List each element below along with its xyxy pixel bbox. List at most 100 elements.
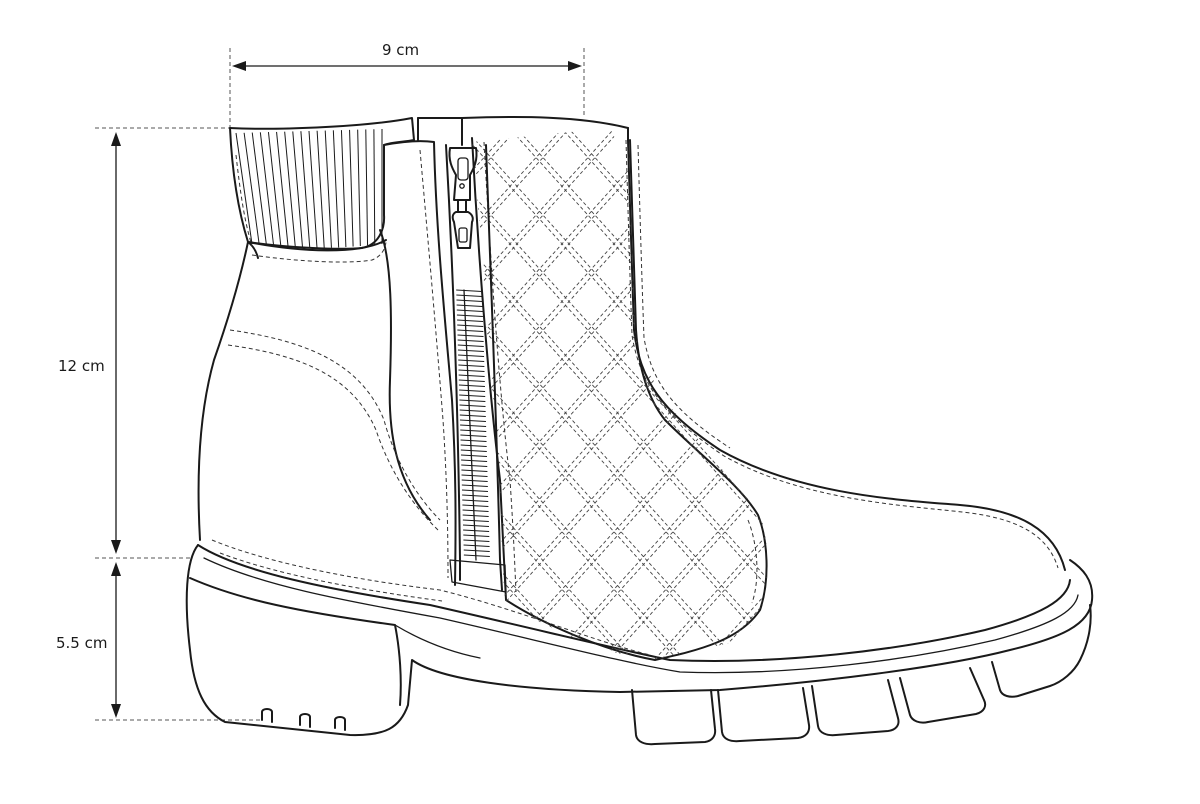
quilt-stitch <box>710 128 770 660</box>
zipper-tooth <box>458 359 485 362</box>
rib-line <box>357 129 361 247</box>
zipper-tooth <box>456 314 483 317</box>
quilt-stitch <box>472 128 629 660</box>
quilt-stitch <box>554 128 770 660</box>
quilt-stitch <box>472 128 770 660</box>
rib-line <box>267 132 282 247</box>
quilt-stitch <box>646 128 770 660</box>
zipper-pull-icon <box>448 147 478 249</box>
quilt-stitch <box>542 128 770 660</box>
shaft-height-dimension-line <box>111 132 121 554</box>
rib-line <box>284 131 296 248</box>
rib-line <box>243 132 260 245</box>
zipper-tooth <box>463 529 490 532</box>
quilt-stitch <box>848 100 1200 720</box>
zipper-tooth <box>461 484 488 487</box>
rib-line <box>308 130 318 249</box>
quilt-stitch <box>472 128 770 660</box>
zipper-tooth <box>458 369 485 372</box>
zipper-tooth <box>459 409 486 412</box>
quilt-stitch <box>472 128 770 660</box>
rib-line <box>324 130 332 248</box>
side-zipper <box>445 144 507 593</box>
quilt-stitch <box>815 100 1200 720</box>
zipper-tooth <box>459 404 486 407</box>
zipper-tooth <box>462 504 489 507</box>
quilt-stitch <box>1004 100 1200 720</box>
quilt-stitch <box>907 100 1200 720</box>
zipper-tooth <box>461 469 488 472</box>
quilt-stitch <box>912 100 1200 720</box>
zipper-tooth <box>463 544 490 547</box>
zipper-center <box>463 289 477 561</box>
quilt-stitch <box>472 128 641 660</box>
zipper-tooth <box>459 394 486 397</box>
quilt-stitch <box>1167 100 1200 720</box>
quilt-stitch <box>472 128 770 660</box>
zipper-tooth <box>459 399 486 402</box>
quilt-stitch <box>472 128 770 660</box>
quilt-stitch <box>594 128 770 660</box>
zipper-tooth <box>460 429 487 432</box>
zipper-tooth <box>460 424 487 427</box>
quilt-stitch <box>698 128 770 660</box>
quilt-stitch <box>472 128 770 660</box>
ribbed-collar <box>235 129 383 249</box>
zipper-tooth <box>456 304 483 307</box>
quilt-stitch <box>472 128 700 660</box>
quilt-stitch <box>606 128 770 660</box>
quilt-stitch <box>472 128 770 660</box>
quilt-stitch <box>1115 100 1200 720</box>
rib-line <box>276 131 289 248</box>
quilt-stitch <box>472 128 740 660</box>
quilt-stitch <box>472 128 770 660</box>
zipper-tooth <box>463 549 490 552</box>
zipper-tooth <box>463 554 490 557</box>
rib-line <box>251 132 267 246</box>
outsole <box>185 544 1094 746</box>
quilt-stitch <box>472 128 681 660</box>
zipper-tooth <box>463 539 490 542</box>
heel-height-dimension-label: 5.5 cm <box>56 634 108 652</box>
rib-line <box>300 131 311 248</box>
rib-line <box>292 131 304 248</box>
zipper-tooth <box>456 299 483 302</box>
zipper-tooth <box>460 444 487 447</box>
quilt-stitch <box>472 128 770 660</box>
quilt-stitch <box>1160 100 1200 720</box>
quilt-stitch <box>535 128 770 660</box>
quilt-stitch <box>472 128 589 660</box>
zipper-tooth <box>458 364 485 367</box>
quilt-stitch <box>587 128 770 660</box>
quilt-stitch <box>472 128 770 660</box>
zipper-tooth <box>457 344 484 347</box>
zipper-tooth <box>459 389 486 392</box>
zipper-tooth <box>461 459 488 462</box>
quilt-stitch <box>900 100 1200 720</box>
zipper-tooth <box>458 354 485 357</box>
quilt-stitch <box>472 128 770 660</box>
quilt-stitch <box>490 128 770 660</box>
zipper-tooth <box>462 494 489 497</box>
zipper-tooth <box>461 464 488 467</box>
quilt-stitch <box>502 128 770 660</box>
zipper-tooth <box>456 309 483 312</box>
zipper-tooth <box>461 474 488 477</box>
zipper-tooth <box>460 454 487 457</box>
heel-height-dimension-line <box>111 562 121 718</box>
zipper-tooth <box>460 434 487 437</box>
rib-line <box>316 130 325 248</box>
quilted-panel <box>472 100 1200 720</box>
quilt-stitch <box>1068 100 1200 720</box>
quilt-stitch <box>1108 100 1200 720</box>
zipper-tooth <box>462 509 489 512</box>
zipper-tooth <box>462 499 489 502</box>
quilt-stitch <box>855 100 1200 720</box>
rib-line <box>340 130 347 248</box>
zipper-tooth <box>458 384 485 387</box>
zipper-tooth <box>458 374 485 377</box>
zipper-tooth <box>457 324 484 327</box>
quilt-stitch <box>472 128 596 660</box>
quilt-stitch <box>472 128 537 660</box>
